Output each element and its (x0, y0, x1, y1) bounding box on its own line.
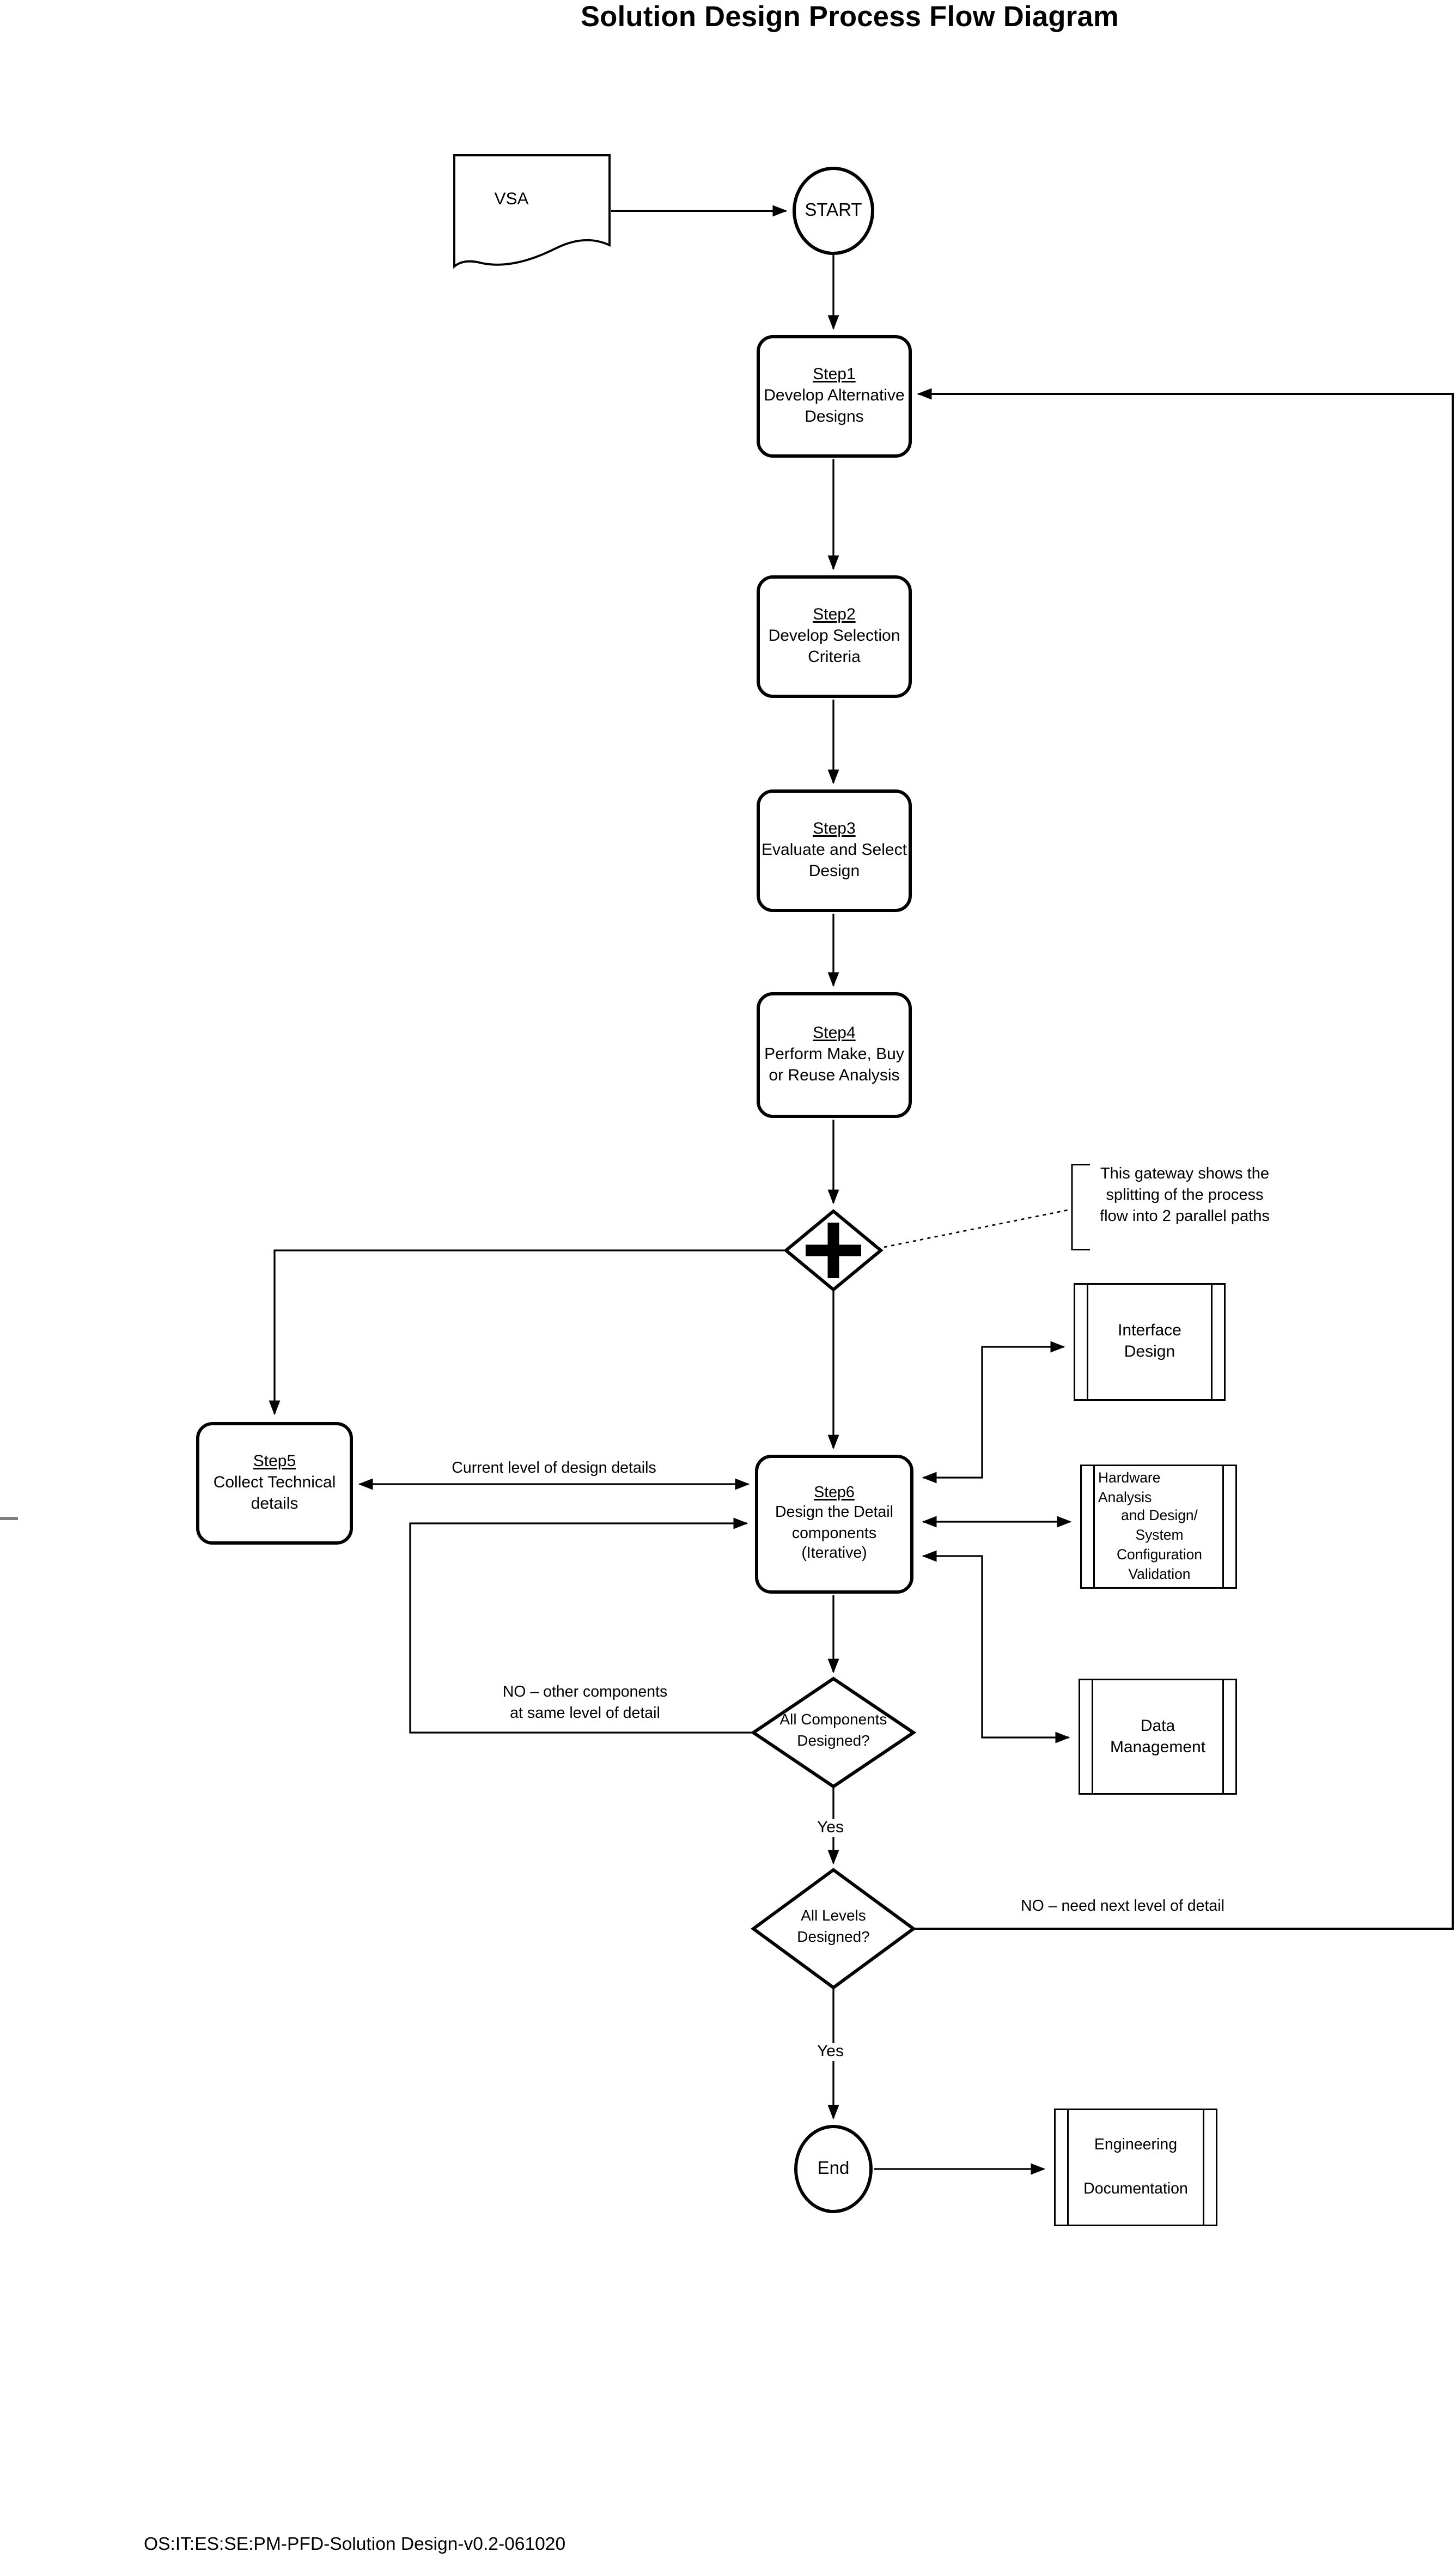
engineering-documentation-node: Engineering Documentation (1054, 2109, 1217, 2226)
step6-line1: Design the Detail (775, 1504, 894, 1522)
label-no-next-level: NO – need next level of detail (1021, 1898, 1224, 1916)
step1-title: Step1 (813, 366, 856, 384)
step4-line2: or Reuse Analysis (769, 1067, 900, 1085)
engineering-doc-line2: Documentation (1083, 2180, 1188, 2198)
vsa-label: VSA (494, 190, 529, 209)
interface-design-node: Interface Design (1074, 1283, 1226, 1401)
all-components-designed-text: All Components Designed? (753, 1710, 913, 1752)
step3-line1: Evaluate and Select (761, 842, 907, 860)
arrow-gateway-to-step5 (269, 1249, 786, 1415)
label-no-other-components: NO – other components at same level of d… (471, 1682, 699, 1724)
inner-line-left (1093, 1466, 1095, 1587)
hardware-line2: Analysis (1098, 1489, 1152, 1505)
step5-node: Step5 Collect Technical details (196, 1422, 353, 1545)
footer-document-id: OS:IT:ES:SE:PM-PFD-Solution Design-v0.2-… (144, 2535, 566, 2555)
label-no-other-components-line1: NO – other components (502, 1684, 668, 1702)
step1-line1: Develop Alternative (764, 387, 905, 405)
label-no-other-components-line2: at same level of detail (510, 1705, 660, 1723)
end-node: End (794, 2125, 873, 2213)
step4-line1: Perform Make, Buy (764, 1046, 904, 1064)
data-management-line1: Data (1140, 1717, 1175, 1735)
step2-title: Step2 (813, 606, 856, 624)
step6-node: Step6 Design the Detail components (Iter… (755, 1455, 913, 1594)
inner-line-right (1202, 2110, 1204, 2225)
page-title: Solution Design Process Flow Diagram (580, 0, 1119, 33)
step6-line2: components (791, 1524, 877, 1542)
hardware-line4: System (1135, 1527, 1184, 1544)
inner-line-right (1210, 1285, 1213, 1399)
inner-line-right (1222, 1680, 1224, 1793)
inner-line-right (1222, 1466, 1224, 1587)
arrow-no-other-components-loop (409, 1517, 753, 1734)
step3-node: Step3 Evaluate and Select Design (757, 789, 912, 912)
inner-line-left (1067, 2110, 1069, 2225)
start-node: START (793, 167, 874, 255)
all-levels-designed-text: All Levels Designed? (753, 1906, 913, 1948)
hardware-analysis-text: Hardware Analysis and Design/ System Con… (1095, 1469, 1224, 1584)
gateway-note-line1: This gateway shows the (1100, 1165, 1270, 1183)
step1-line2: Designs (805, 409, 864, 427)
step4-node: Step4 Perform Make, Buy or Reuse Analysi… (757, 992, 912, 1118)
step2-line1: Develop Selection (768, 628, 900, 646)
step3-line2: Design (808, 863, 860, 881)
start-label: START (805, 201, 862, 221)
arrow-step6-interface-design (922, 1341, 1065, 1484)
step1-node: Step1 Develop Alternative Designs (757, 335, 912, 458)
step5-line1: Collect Technical (213, 1474, 336, 1492)
step5-line2: details (251, 1496, 298, 1514)
inner-line-left (1092, 1680, 1094, 1793)
all-components-designed-diamond (750, 1676, 917, 1789)
step5-title: Step5 (253, 1453, 296, 1471)
arrow-no-next-level-loop (915, 388, 1454, 1930)
gateway-note-line3: flow into 2 parallel paths (1100, 1208, 1270, 1227)
vsa-document-shape (453, 154, 611, 269)
all-levels-line1: All Levels (801, 1907, 866, 1924)
hardware-line1: Hardware (1098, 1469, 1161, 1486)
inner-line-left (1087, 1285, 1089, 1399)
all-components-line2: Designed? (797, 1733, 870, 1749)
gateway-note-bracket (1071, 1164, 1090, 1250)
step4-title: Step4 (813, 1025, 856, 1043)
interface-design-line1: Interface (1118, 1322, 1181, 1340)
label-current-level: Current level of design details (452, 1460, 656, 1478)
interface-design-line2: Design (1124, 1344, 1175, 1362)
gateway-plus-icon (806, 1223, 861, 1278)
engineering-doc-line1: Engineering (1094, 2136, 1178, 2154)
hardware-line6: Validation (1128, 1565, 1191, 1582)
gateway-note-callout-line (884, 1208, 1071, 1248)
step6-title: Step6 (814, 1483, 855, 1502)
step3-title: Step3 (813, 821, 856, 839)
all-components-line1: All Components (779, 1711, 887, 1728)
hardware-analysis-node (1080, 1465, 1237, 1589)
step2-line2: Criteria (808, 649, 861, 667)
all-levels-designed-diamond (750, 1868, 917, 1990)
data-management-node: Data Management (1079, 1679, 1237, 1795)
label-yes-levels: Yes (812, 2043, 849, 2061)
hardware-line3: and Design/ (1121, 1508, 1198, 1524)
arrow-step6-data-management (922, 1550, 1070, 1743)
label-yes-components: Yes (812, 1819, 849, 1837)
all-levels-line2: Designed? (797, 1929, 870, 1945)
data-management-line2: Management (1110, 1738, 1206, 1757)
page-margin-tick (0, 1517, 18, 1520)
end-label: End (817, 2159, 850, 2179)
step2-node: Step2 Develop Selection Criteria (757, 575, 912, 698)
hardware-line5: Configuration (1116, 1546, 1202, 1563)
gateway-note-line2: splitting of the process (1106, 1187, 1264, 1205)
step6-line3: (Iterative) (801, 1545, 867, 1563)
gateway-note: This gateway shows the splitting of the … (1075, 1164, 1294, 1229)
